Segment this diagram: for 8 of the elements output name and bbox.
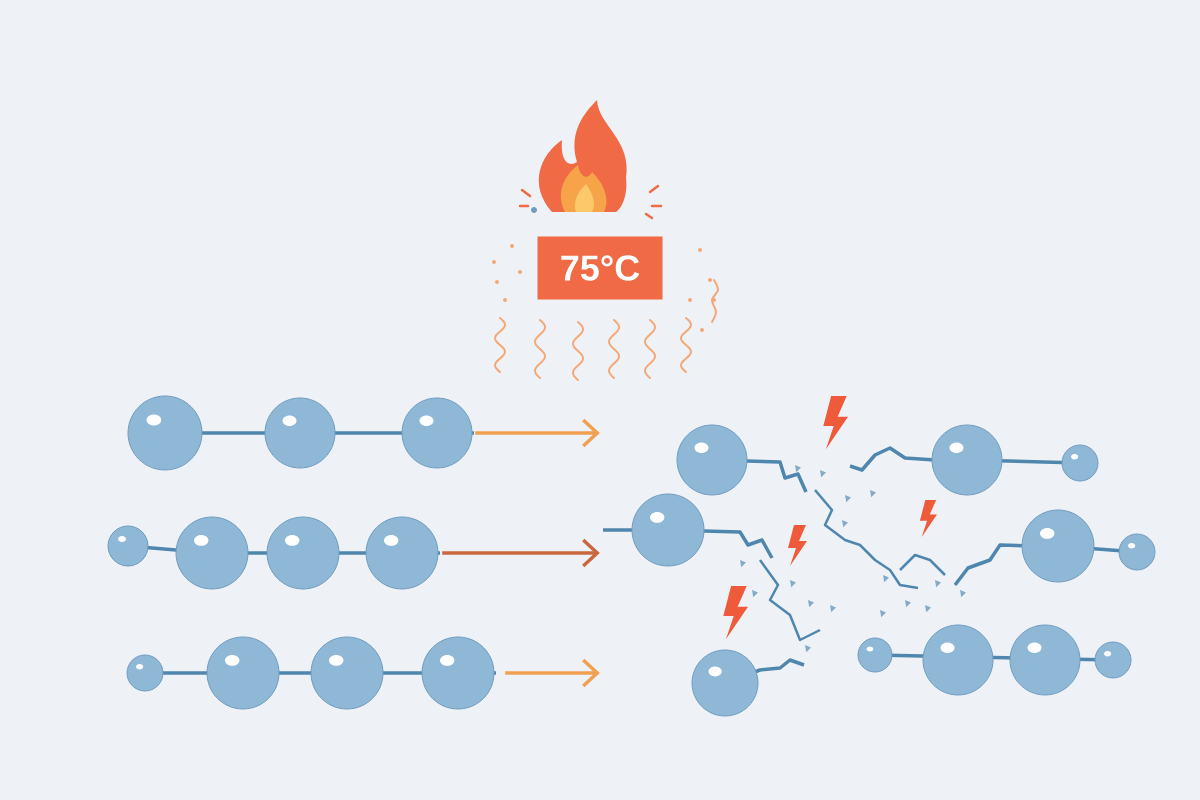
temperature-label: 75°C [537,236,663,300]
polymer-chain-drawing [127,395,474,471]
broken-chains-drawing [603,396,1156,717]
arrow [442,538,600,568]
arrow [505,658,600,688]
polymer-chain-drawing [126,636,496,710]
polymer-chain-drawing [107,516,440,590]
arrow [475,418,600,448]
